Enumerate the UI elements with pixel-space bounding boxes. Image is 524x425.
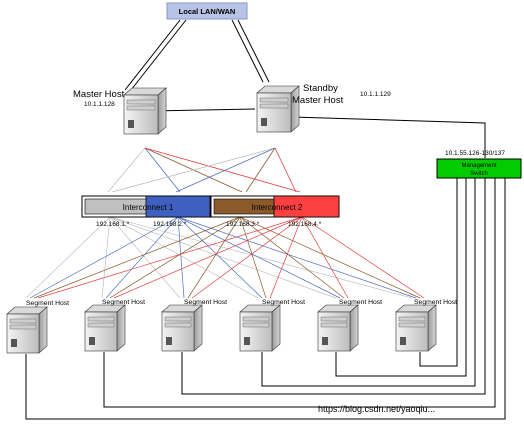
segment-host-label: Segment Host: [339, 299, 382, 306]
host-interconnect-links: [107, 147, 301, 193]
standby-switch-link: [291, 116, 486, 158]
management-switch: Management Switch: [436, 158, 522, 179]
switch-label-line1: Management: [461, 163, 496, 169]
segment-host-1: Segment Host: [6, 300, 69, 354]
segment-host-5: Segment Host: [317, 299, 382, 352]
subnet-label-1: 192.168.1.*: [96, 221, 130, 228]
standby-host-label-line1: Standby: [303, 83, 338, 94]
management-links: [25, 178, 506, 420]
segment-host-label: Segment Host: [102, 299, 145, 306]
lan-connections: [124, 19, 270, 91]
subnet-label-2: 192.168.2.*: [153, 221, 187, 228]
segment-host-label: Segment Host: [414, 299, 457, 306]
lan-label: Local LAN/WAN: [179, 7, 236, 16]
interconnect-2: Interconnect 2: [210, 195, 340, 218]
lan-box: Local LAN/WAN: [166, 2, 248, 20]
switch-label-line2: Switch: [470, 171, 488, 177]
interconnect-2-label: Interconnect 2: [252, 203, 303, 212]
master-standby-link: [149, 108, 256, 112]
standby-server-icon: [256, 85, 300, 133]
standby-host-ip: 10.1.1.129: [360, 91, 391, 98]
master-server-icon: [123, 87, 167, 135]
segment-host-6: Segment Host: [395, 299, 457, 352]
segment-host-label: Segment Host: [184, 299, 227, 306]
subnet-label-4: 192.168.4.*: [288, 221, 322, 228]
standby-host-label-line2: Master Host: [292, 95, 344, 106]
master-host-ip: 10.1.1.128: [84, 101, 115, 108]
interconnect-1-label: Interconnect 1: [123, 203, 174, 212]
segment-host-label: Segment Host: [262, 299, 305, 306]
subnet-label-3: 192.168.3.*: [226, 221, 260, 228]
watermark-text: https://blog.csdn.net/yaoqiu...: [318, 404, 435, 414]
segment-host-2: Segment Host: [84, 299, 145, 352]
master-host-label: Master Host: [73, 89, 125, 100]
segment-host-label: Segment Host: [26, 300, 69, 307]
segment-interconnect-links: [25, 216, 425, 299]
interconnect-1: Interconnect 1: [81, 195, 211, 218]
segment-host-4: Segment Host: [239, 299, 305, 352]
segment-host-3: Segment Host: [161, 299, 227, 352]
switch-ip-range: 10.1.55.126-130/137: [445, 150, 505, 157]
